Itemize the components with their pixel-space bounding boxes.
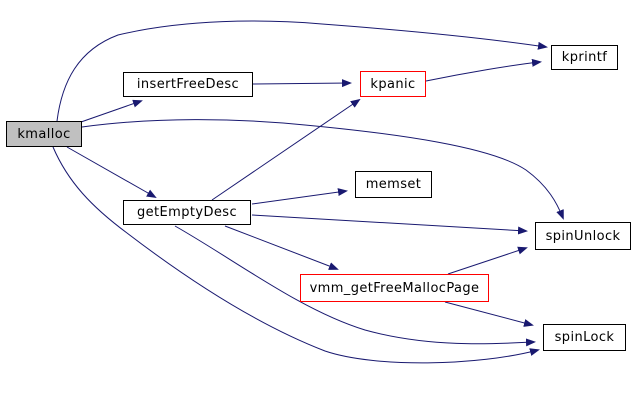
edge-kmalloc-spinUnlock <box>81 119 564 220</box>
edge-insertFreeDesc-kpanic <box>252 79 352 88</box>
edge-getEmptyDesc-spinUnlock <box>251 214 528 235</box>
node-spinUnlock[interactable]: spinUnlock <box>535 222 631 250</box>
node-getEmptyDesc[interactable]: getEmptyDesc <box>123 200 251 225</box>
edge-getEmptyDesc-vmm_getFreeMallocPage <box>224 225 339 270</box>
edge-kmalloc-kprintf <box>56 20 548 122</box>
edge-kmalloc-spinLock <box>52 146 540 364</box>
node-insertFreeDesc[interactable]: insertFreeDesc <box>123 72 253 97</box>
node-kpanic[interactable]: kpanic <box>360 71 426 97</box>
node-kprintf[interactable]: kprintf <box>551 45 618 70</box>
node-vmm_getFreeMallocPage[interactable]: vmm_getFreeMallocPage <box>300 274 489 302</box>
edge-getEmptyDesc-kpanic <box>211 98 361 201</box>
node-kmalloc: kmalloc <box>6 121 82 147</box>
edge-vmm_getFreeMallocPage-spinUnlock <box>447 246 528 275</box>
edge-kpanic-kprintf <box>425 58 542 82</box>
node-spinLock[interactable]: spinLock <box>543 324 626 351</box>
edge-kmalloc-getEmptyDesc <box>66 146 157 198</box>
edge-getEmptyDesc-memset <box>251 188 348 205</box>
edge-vmm_getFreeMallocPage-spinLock <box>444 301 534 327</box>
edge-kmalloc-insertFreeDesc <box>80 99 143 123</box>
node-memset[interactable]: memset <box>355 171 432 198</box>
edge-getEmptyDesc-spinLock <box>174 225 536 347</box>
